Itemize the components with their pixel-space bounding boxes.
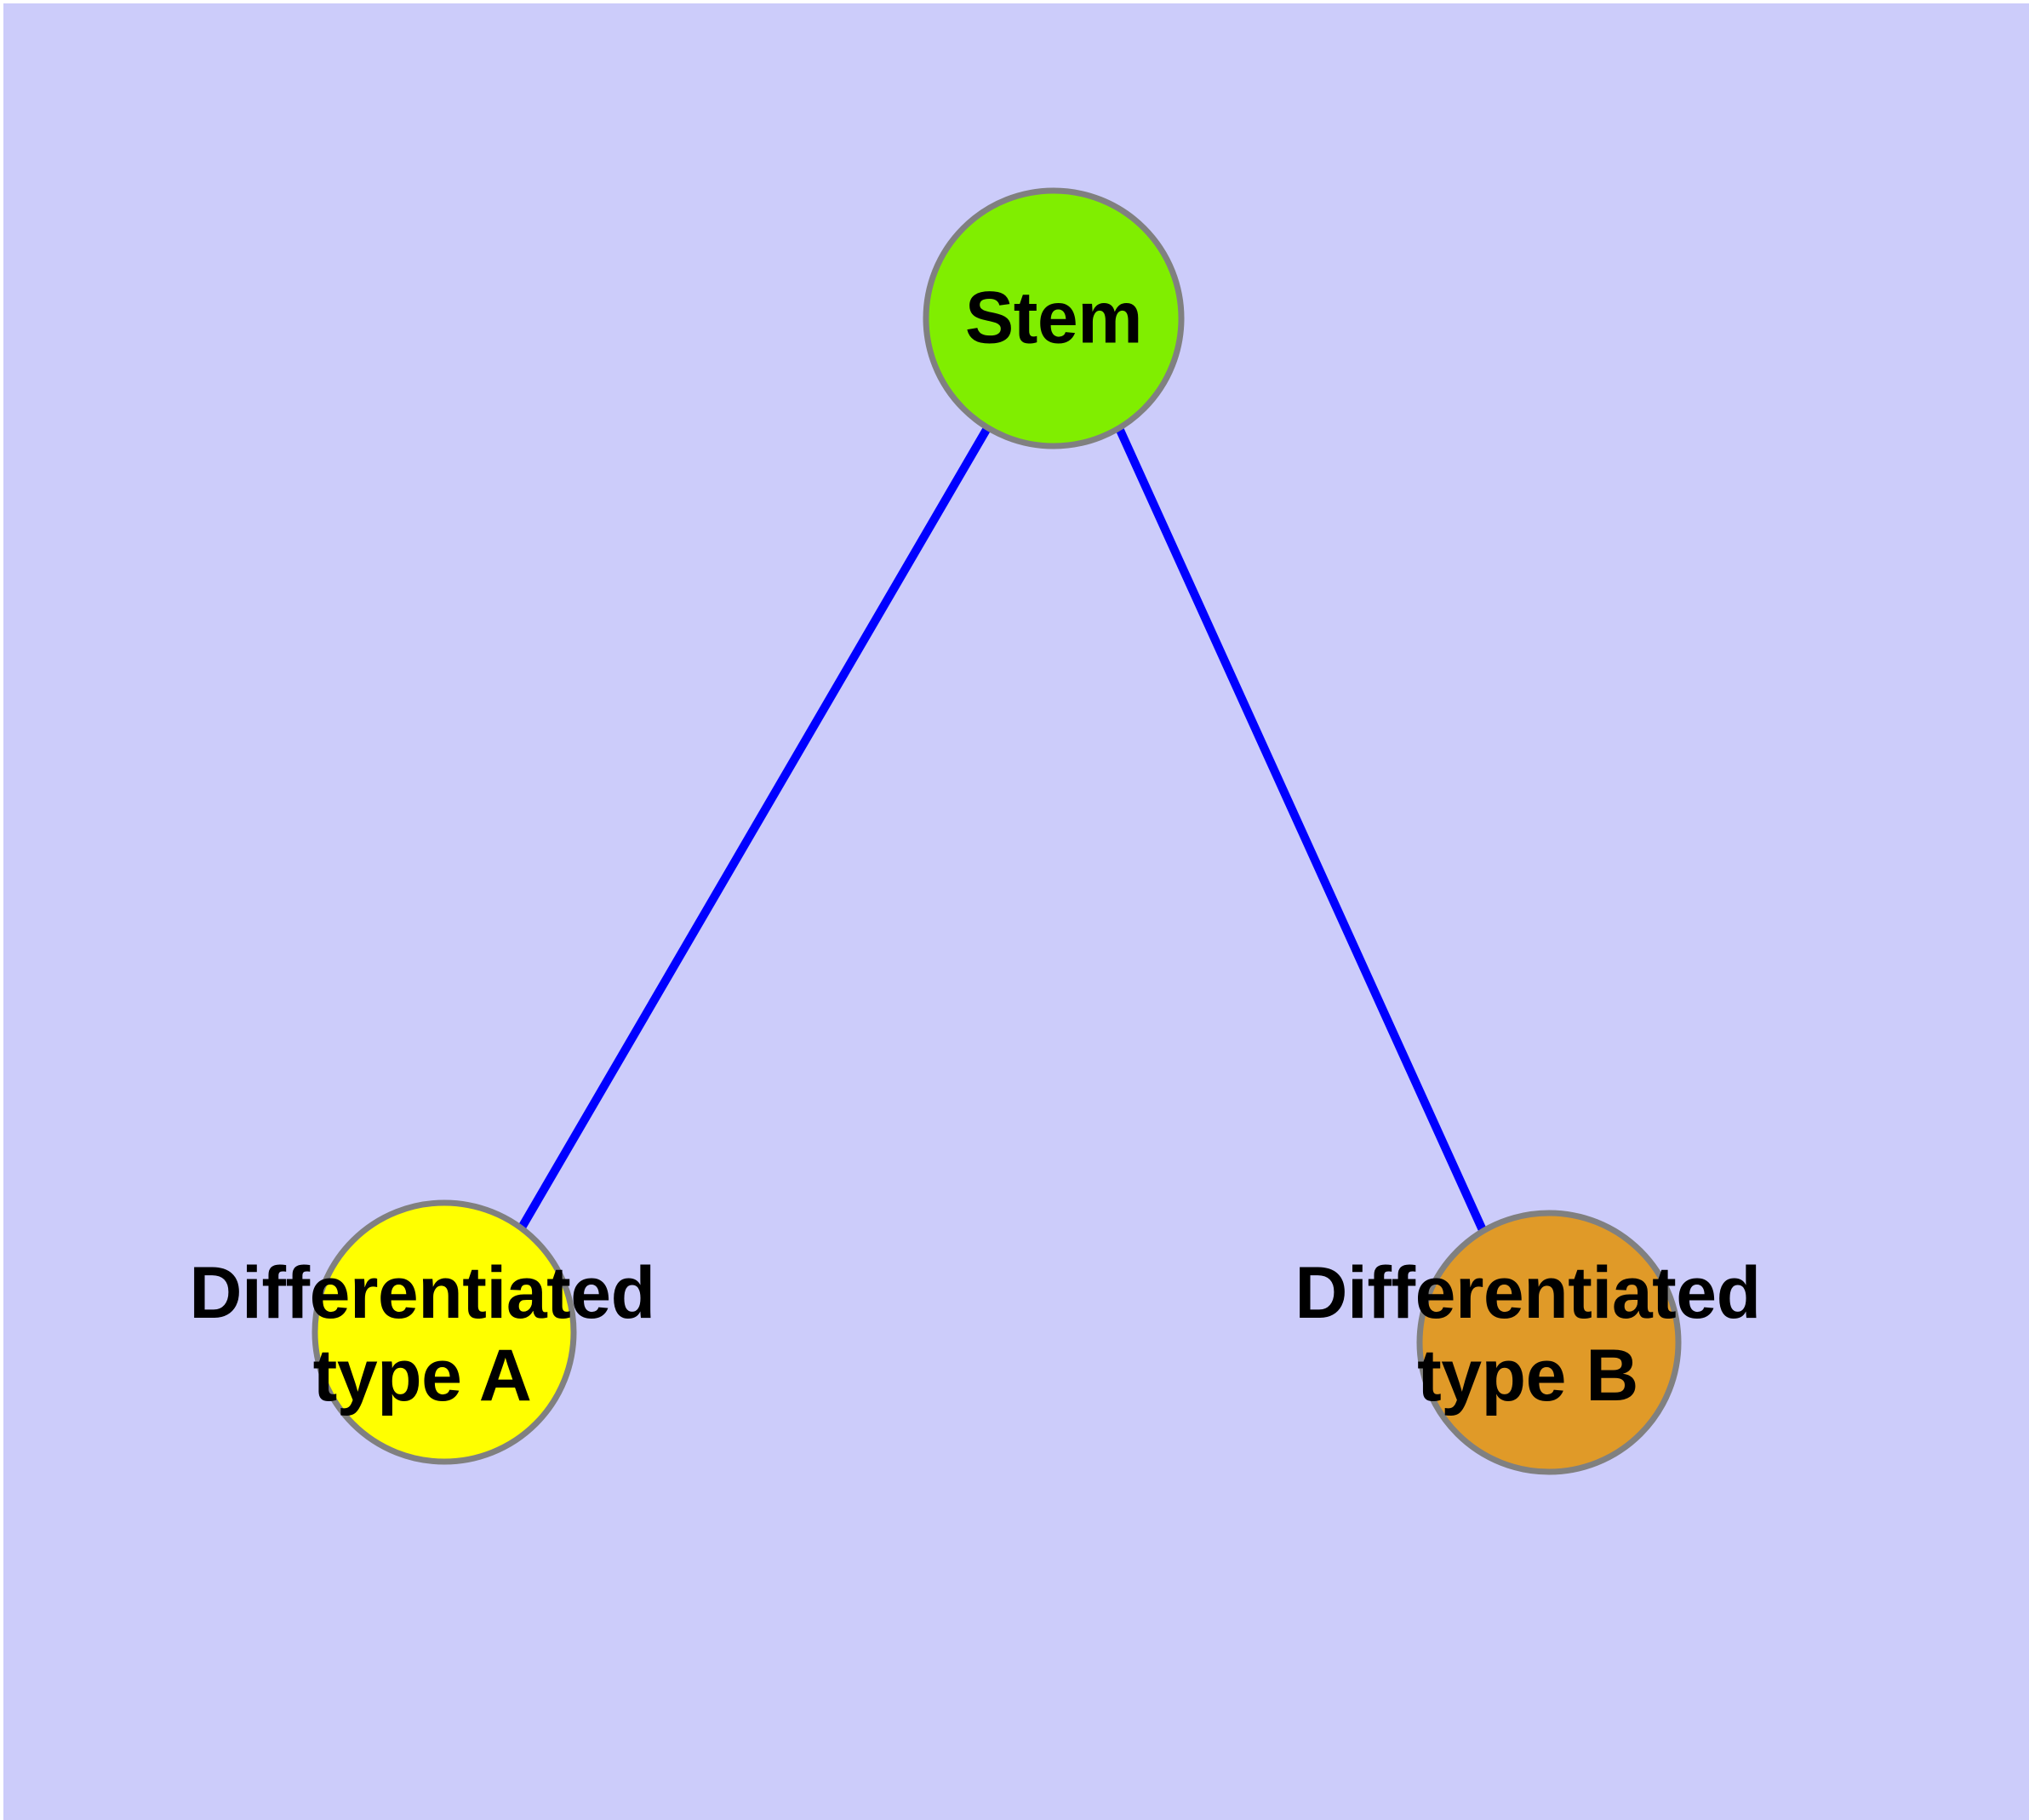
nodes-group — [311, 187, 1682, 1475]
edges-group — [517, 426, 1487, 1233]
graph-edge-stem-to-diff_b — [1115, 426, 1487, 1233]
graph-edge-stem-to-diff_a — [517, 426, 992, 1230]
graph-node-diff_b[interactable] — [1416, 1210, 1682, 1475]
graph-node-stem[interactable] — [923, 187, 1185, 449]
graph-node-diff_a[interactable] — [311, 1199, 577, 1465]
